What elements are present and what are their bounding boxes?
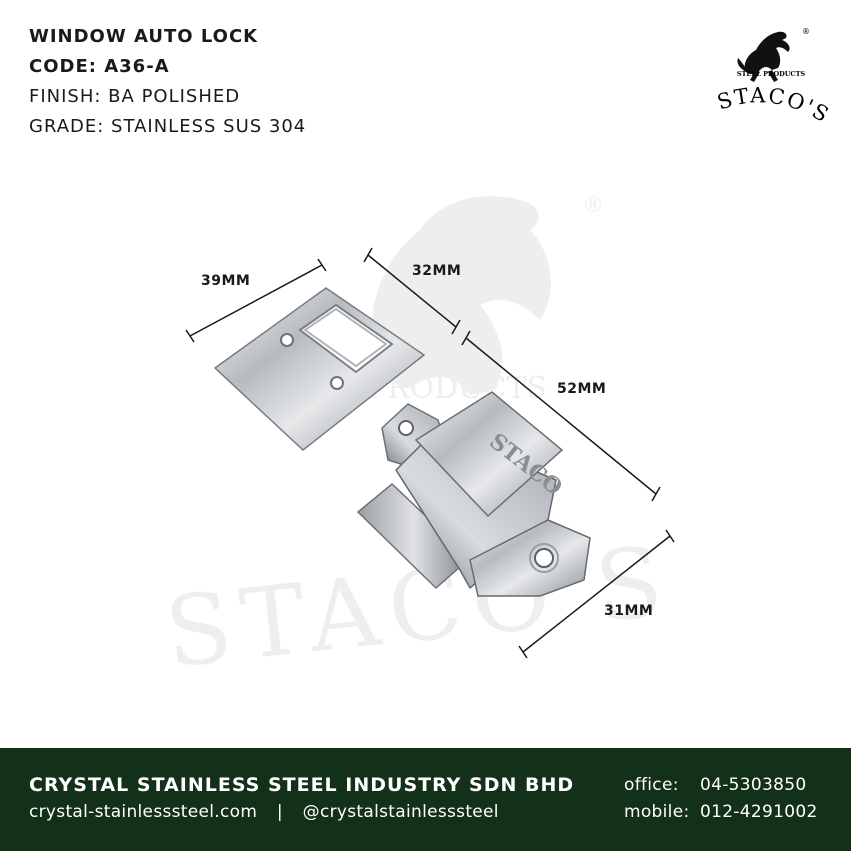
dimension-lines [185, 247, 675, 659]
strike-plate [213, 287, 426, 451]
watermark-registered-mark: ® [582, 193, 604, 218]
dim-line-lock-length [465, 337, 657, 495]
dim-label-lock-width: 31MM [604, 603, 654, 619]
horse-icon [737, 31, 790, 82]
social-handle-link[interactable]: @crystalstainlesssteel [302, 802, 499, 822]
footer-separator: | [276, 802, 283, 822]
company-name: CRYSTAL STAINLESS STEEL INDUSTRY SDN BHD [29, 774, 575, 796]
logo-registered-mark: ® [802, 27, 810, 36]
dim-label-lock-length: 52MM [557, 381, 607, 397]
product-code: CODE: A36-A [29, 56, 170, 77]
dim-line-plate-height [367, 254, 457, 328]
mobile-number[interactable]: 012-4291002 [700, 802, 818, 822]
mobile-contact: mobile: 012-4291002 [624, 802, 818, 822]
dim-line-plate-width [189, 264, 323, 337]
logo-brand-name: STACO'S [714, 83, 830, 127]
product-finish: FINISH: BA POLISHED [29, 86, 241, 107]
product-title: WINDOW AUTO LOCK [29, 26, 259, 47]
staco-logo: ® STEEL PRODUCTS STACO'S [714, 27, 830, 128]
website-link[interactable]: crystal-stainlesssteel.com [29, 802, 258, 822]
footer-bar: CRYSTAL STAINLESS STEEL INDUSTRY SDN BHD… [0, 748, 851, 851]
dim-label-plate-height: 32MM [412, 263, 462, 279]
mobile-label: mobile: [624, 802, 690, 822]
product-illustration: ® STEEL PRODUCTS STACO'S STACO [160, 193, 677, 689]
office-contact: office: 04-5303850 [624, 775, 806, 795]
office-label: office: [624, 775, 679, 795]
logo-tagline: STEEL PRODUCTS [737, 70, 806, 78]
lock-body: STACO [356, 391, 591, 597]
footer-links: crystal-stainlesssteel.com | @crystalsta… [29, 802, 499, 822]
dim-line-lock-width [522, 535, 671, 653]
dim-label-plate-width: 39MM [201, 273, 251, 289]
product-grade: GRADE: STAINLESS SUS 304 [29, 116, 307, 137]
watermark-horse-icon [372, 196, 551, 395]
office-number[interactable]: 04-5303850 [700, 775, 807, 795]
